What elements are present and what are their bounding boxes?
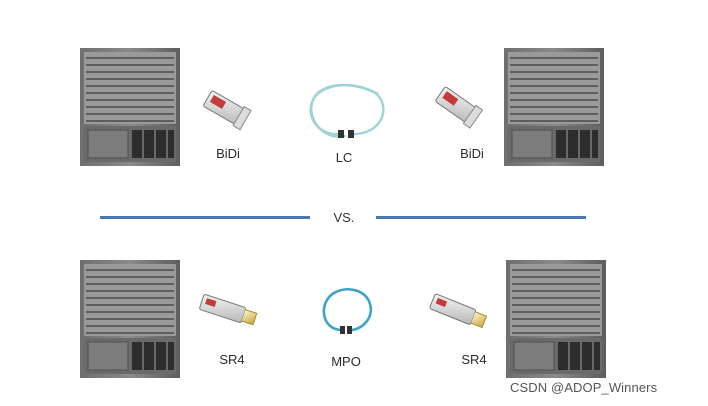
divider-left xyxy=(100,216,310,219)
divider-right xyxy=(376,216,586,219)
bidi-right-label: BiDi xyxy=(460,146,484,161)
switch-chassis-top-left xyxy=(80,48,180,166)
sr4-transceiver-right-icon xyxy=(429,293,488,329)
switch-chassis-bottom-right xyxy=(506,260,606,378)
sr4-left-label: SR4 xyxy=(219,352,245,367)
mpo-cable-icon xyxy=(322,288,373,334)
bidi-left-label: BiDi xyxy=(216,146,240,161)
watermark-text: CSDN @ADOP_Winners xyxy=(510,380,658,395)
sr4-right-label: SR4 xyxy=(461,352,487,367)
mpo-cable-label: MPO xyxy=(331,354,361,369)
lc-cable-icon xyxy=(309,84,385,138)
switch-chassis-bottom-left xyxy=(80,260,180,378)
versus-label: VS. xyxy=(333,210,355,225)
switch-chassis-top-right xyxy=(504,48,604,166)
bidi-transceiver-right-icon xyxy=(435,86,484,129)
lc-cable-label: LC xyxy=(335,150,353,165)
bidi-transceiver-left-icon xyxy=(203,90,252,131)
sr4-transceiver-left-icon xyxy=(199,294,258,326)
